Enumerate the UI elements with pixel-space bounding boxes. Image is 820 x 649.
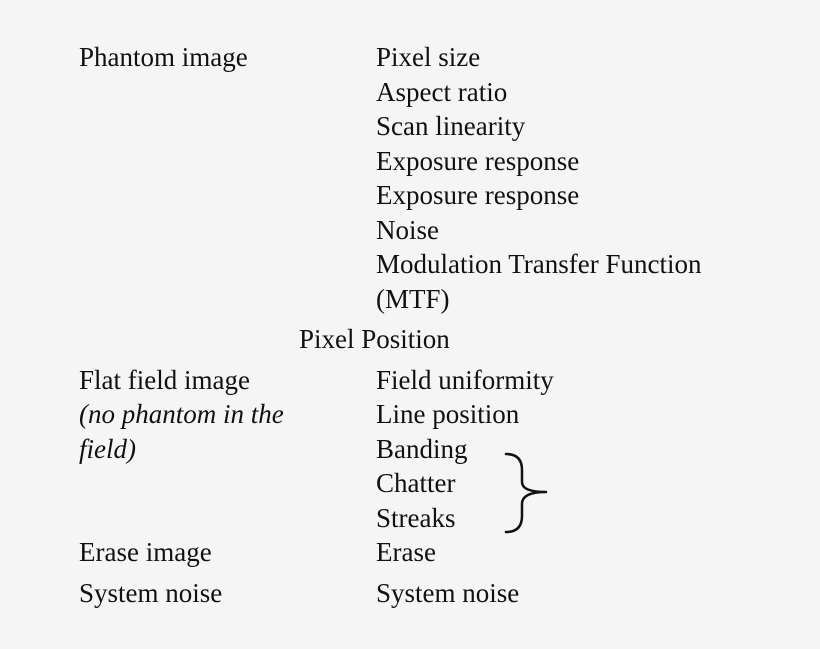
pixel-position-heading: Pixel Position: [299, 324, 450, 354]
item-field-uniformity: Field uniformity: [376, 365, 554, 395]
item-chatter: Chatter: [376, 468, 456, 498]
flat-field-image-label: Flat field image: [79, 365, 250, 395]
item-exposure-response-1: Exposure response: [376, 146, 580, 176]
item-line-position: Line position: [376, 399, 520, 429]
item-mtf: Modulation Transfer Function: [376, 249, 702, 279]
item-mtf-abbrev: (MTF): [376, 284, 450, 314]
item-scan-linearity: Scan linearity: [376, 111, 526, 141]
item-streaks: Streaks: [376, 503, 456, 533]
item-noise: Noise: [376, 215, 439, 245]
phantom-image-label: Phantom image: [79, 42, 248, 72]
item-erase: Erase: [376, 537, 436, 567]
item-exposure-response-2: Exposure response: [376, 180, 580, 210]
item-system-noise: System noise: [376, 578, 520, 608]
system-noise-label: System noise: [79, 578, 223, 608]
erase-image-label: Erase image: [79, 537, 212, 567]
flat-field-note-line1: (no phantom in the: [79, 399, 284, 429]
item-banding: Banding: [376, 434, 468, 464]
item-aspect-ratio: Aspect ratio: [376, 77, 508, 107]
flat-field-note-line2: field): [79, 434, 136, 464]
curly-brace-icon: [504, 452, 548, 534]
item-pixel-size: Pixel size: [376, 42, 481, 72]
